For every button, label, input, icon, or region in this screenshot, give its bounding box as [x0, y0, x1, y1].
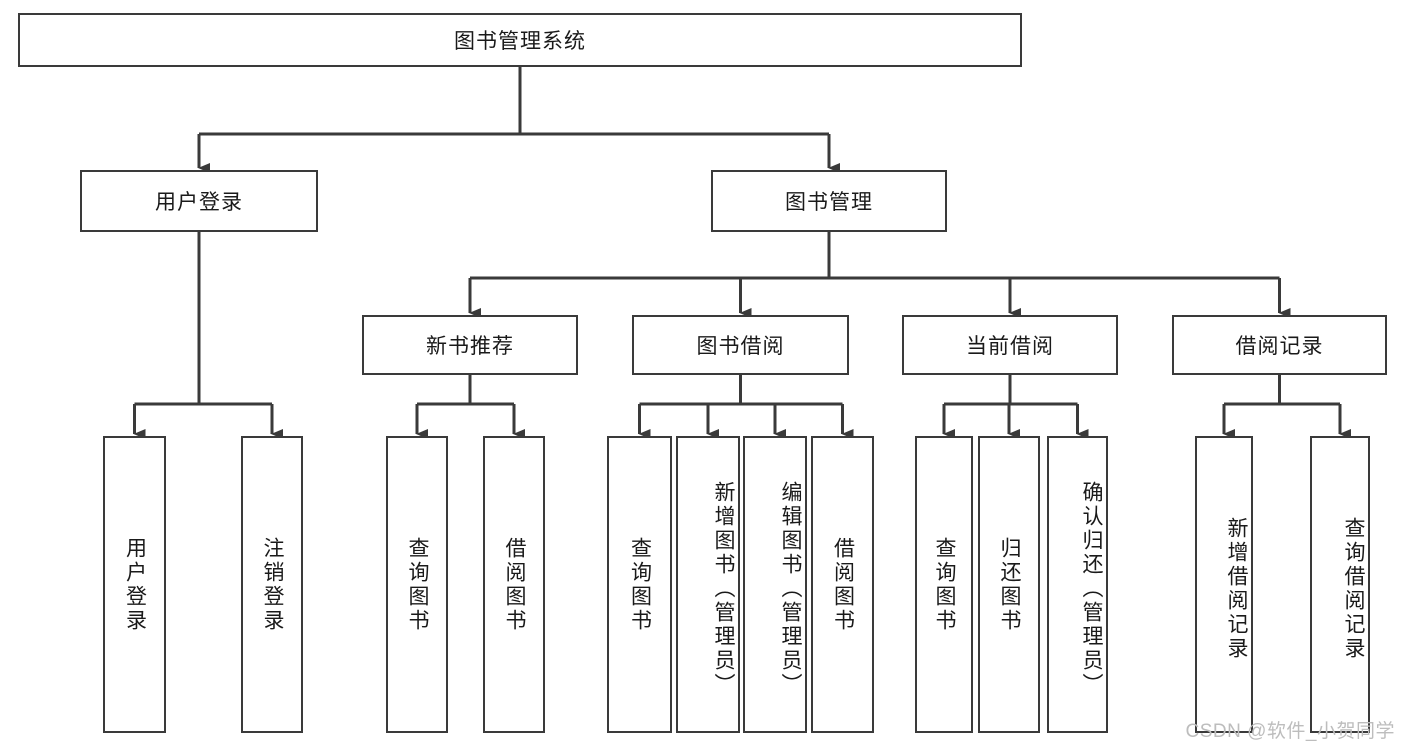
- node-leaf-logout[interactable]: 注销登录: [241, 436, 303, 733]
- node-label: 用户登录: [123, 536, 147, 633]
- node-leaf-user-login[interactable]: 用户登录: [103, 436, 166, 733]
- node-leaf-borrow-book[interactable]: 借阅图书: [811, 436, 874, 733]
- node-user-login[interactable]: 用户登录: [80, 170, 318, 232]
- node-label: 编辑图书（管理员）: [779, 480, 802, 697]
- node-leaf-add-book[interactable]: 新增图书（管理员）: [676, 436, 740, 733]
- node-label: 新增图书（管理员）: [712, 480, 735, 697]
- node-label: 当前借阅: [966, 335, 1054, 358]
- node-leaf-confirm-return[interactable]: 确认归还（管理员）: [1047, 436, 1108, 733]
- node-label: 确认归还（管理员）: [1080, 480, 1103, 697]
- node-new-book-rec[interactable]: 新书推荐: [362, 315, 578, 375]
- node-leaf-add-record[interactable]: 新增借阅记录: [1195, 436, 1253, 733]
- node-label: 查询图书: [628, 536, 652, 633]
- node-leaf-query-book-cur[interactable]: 查询图书: [915, 436, 973, 733]
- node-current-borrow[interactable]: 当前借阅: [902, 315, 1118, 375]
- node-label: 归还图书: [998, 536, 1021, 633]
- node-leaf-borrow-book-rec[interactable]: 借阅图书: [483, 436, 545, 733]
- node-label: 注销登录: [261, 536, 284, 633]
- node-leaf-query-book-rec[interactable]: 查询图书: [386, 436, 448, 733]
- node-label: 新书推荐: [426, 335, 514, 358]
- node-root[interactable]: 图书管理系统: [18, 13, 1022, 67]
- node-borrow-record[interactable]: 借阅记录: [1172, 315, 1387, 375]
- node-label: 借阅记录: [1235, 335, 1324, 358]
- node-label: 借阅图书: [831, 536, 855, 633]
- node-label: 新增借阅记录: [1225, 516, 1248, 661]
- node-label: 图书管理: [785, 191, 873, 214]
- node-label: 借阅图书: [503, 536, 526, 633]
- csdn-watermark: CSDN @软件_小贺同学: [1185, 721, 1395, 742]
- node-label: 查询图书: [933, 536, 956, 633]
- node-label: 图书管理系统: [454, 30, 586, 53]
- node-leaf-query-book-borrow[interactable]: 查询图书: [607, 436, 672, 733]
- node-leaf-query-record[interactable]: 查询借阅记录: [1310, 436, 1370, 733]
- node-label: 用户登录: [155, 191, 243, 214]
- node-label: 图书借阅: [696, 335, 785, 358]
- node-book-manage[interactable]: 图书管理: [711, 170, 947, 232]
- node-book-borrow[interactable]: 图书借阅: [632, 315, 849, 375]
- node-label: 查询借阅记录: [1342, 516, 1365, 661]
- node-leaf-return-book[interactable]: 归还图书: [978, 436, 1040, 733]
- node-leaf-edit-book[interactable]: 编辑图书（管理员）: [743, 436, 807, 733]
- node-label: 查询图书: [406, 536, 429, 633]
